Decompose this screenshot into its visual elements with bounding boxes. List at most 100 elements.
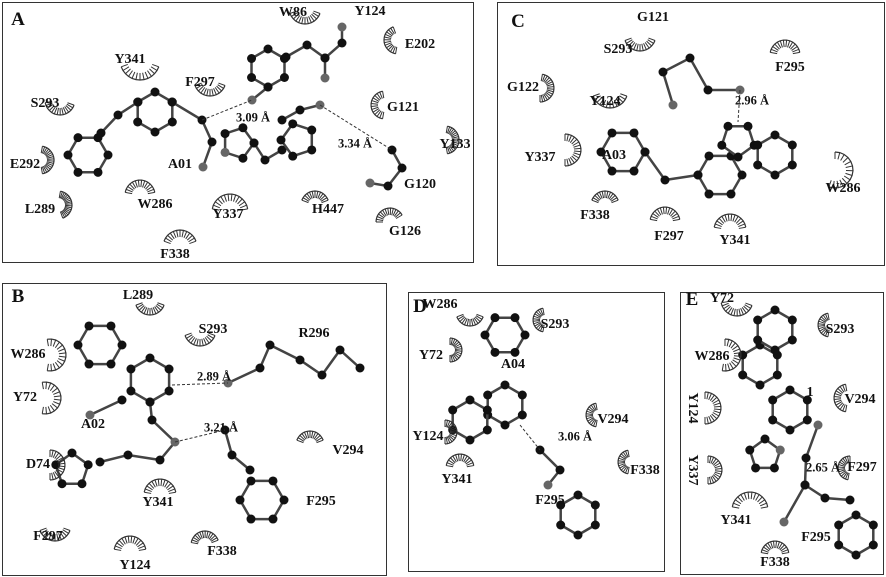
atom xyxy=(775,445,785,455)
panel-a xyxy=(2,2,474,263)
y124-ring-bonds xyxy=(250,47,286,89)
atom xyxy=(573,490,583,500)
atom xyxy=(247,73,257,82)
atom xyxy=(640,147,650,157)
panel-label-e: E xyxy=(685,289,699,310)
atom xyxy=(73,133,83,143)
g120 xyxy=(369,149,404,188)
residue-label: S293 xyxy=(540,317,570,332)
ligand-label: A03 xyxy=(601,148,627,163)
atom xyxy=(556,500,566,510)
atom xyxy=(868,540,878,550)
atom xyxy=(220,147,230,157)
atom xyxy=(198,162,208,172)
atom xyxy=(307,125,317,135)
panel-label-b: B xyxy=(11,286,25,307)
atom xyxy=(768,415,778,425)
residue-label: Y341 xyxy=(114,52,146,67)
panel-label-a: A xyxy=(11,9,25,30)
residue-label: Y124 xyxy=(354,4,386,19)
residue-label: E202 xyxy=(404,37,436,52)
atom xyxy=(500,420,510,430)
atom xyxy=(84,359,94,369)
hydrophobic-contact-icon xyxy=(39,527,71,542)
residue-label: V294 xyxy=(844,392,876,407)
residue-label: W286 xyxy=(825,181,861,196)
distance-label: 3.34 Å xyxy=(337,136,373,151)
atom xyxy=(590,520,600,530)
hydrophobic-contact-icon xyxy=(617,449,630,475)
residue-label: S293 xyxy=(825,322,855,337)
panel-c xyxy=(497,2,885,266)
atom xyxy=(465,435,475,445)
residue-label: G120 xyxy=(404,177,436,192)
hydrophobic-contact-icon xyxy=(720,301,753,317)
atom xyxy=(295,105,305,115)
atom xyxy=(802,415,812,425)
residue-label: F338 xyxy=(160,247,190,262)
hydrophobic-contact-icon xyxy=(184,332,216,347)
hydrophobic-contact-icon xyxy=(113,535,147,551)
hydrophobic-contact-icon xyxy=(532,307,545,333)
distance-label: 2.65 Å xyxy=(805,460,841,475)
atom xyxy=(770,345,780,355)
hydrogen-bond xyxy=(174,429,226,443)
hydrogen-bond xyxy=(319,104,393,151)
atom xyxy=(365,178,375,188)
a02-ring2-bonds xyxy=(129,356,171,404)
residue-label: S293 xyxy=(198,322,228,337)
hydrophobic-contact-icon xyxy=(721,338,742,372)
atom xyxy=(743,121,753,131)
atom xyxy=(607,128,617,138)
atom xyxy=(787,160,797,170)
residue-label: F295 xyxy=(535,493,565,508)
residue-label: S293 xyxy=(30,96,60,111)
hydrophobic-contact-icon xyxy=(713,213,747,229)
atom xyxy=(145,353,155,363)
residue-label: W286 xyxy=(10,347,46,362)
a04-ring3-bonds xyxy=(451,398,489,442)
hydrophobic-contact-icon xyxy=(456,313,484,327)
hydrophobic-contact-icon xyxy=(40,145,55,175)
atom xyxy=(103,150,113,160)
hydrophobic-contact-icon xyxy=(120,63,160,81)
atom xyxy=(117,395,127,405)
f295-ring-d-bonds xyxy=(559,493,597,537)
atom xyxy=(63,150,73,160)
atom xyxy=(769,463,779,473)
atom xyxy=(726,189,736,199)
atom xyxy=(73,340,83,350)
panel-label-c: C xyxy=(511,11,525,32)
atom xyxy=(801,453,811,463)
e-ring3-bonds xyxy=(771,388,809,432)
atom xyxy=(753,160,763,170)
hydrophobic-contact-icon xyxy=(289,10,321,25)
hydrophobic-contact-icon xyxy=(143,478,177,494)
hydrophobic-contact-icon xyxy=(769,39,801,55)
hydrophobic-contact-icon xyxy=(41,381,62,415)
atom xyxy=(207,137,217,147)
atom xyxy=(693,170,703,180)
residue-label: F295 xyxy=(306,494,336,509)
hydrophobic-contact-icon xyxy=(707,455,723,485)
residue-label: Y337 xyxy=(685,454,700,486)
atom xyxy=(95,457,105,467)
distance-label: 2.89 Å xyxy=(196,369,232,384)
atom xyxy=(133,97,143,107)
residue-label: G122 xyxy=(507,80,539,95)
residue-label: S293 xyxy=(603,42,633,57)
residue-label: W286 xyxy=(422,297,458,312)
atom xyxy=(397,163,407,173)
residue-label: Y124 xyxy=(685,392,700,424)
residue-label: F295 xyxy=(775,60,805,75)
hydrophobic-contact-icon xyxy=(444,419,458,445)
atom xyxy=(227,450,237,460)
residue-label: W286 xyxy=(137,197,173,212)
atom xyxy=(483,390,493,400)
atom xyxy=(802,395,812,405)
atom xyxy=(738,370,748,380)
hydrophobic-contact-icon xyxy=(828,151,854,189)
atom xyxy=(84,321,94,331)
hydrophobic-contact-icon xyxy=(837,455,851,481)
a01-ring1-bonds xyxy=(66,136,110,174)
